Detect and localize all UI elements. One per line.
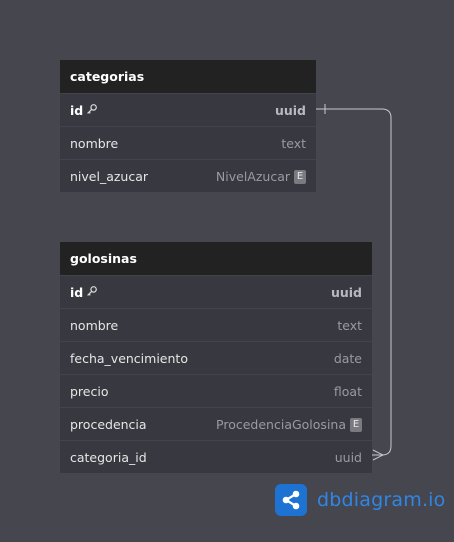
field-name: id [70, 276, 98, 310]
field-name: fecha_vencimiento [70, 351, 188, 366]
field-name: nivel_azucar [70, 169, 149, 184]
field-type: float [333, 384, 362, 399]
key-icon [86, 94, 98, 127]
field-type: text [337, 318, 362, 333]
many-end-marker [372, 449, 384, 461]
brand-name: dbdiagram.io [317, 488, 446, 511]
table-title[interactable]: categorias [60, 60, 316, 93]
table-categorias[interactable]: categorias id uuid nombre text nivel_azu… [60, 60, 316, 192]
field-row[interactable]: fecha_vencimiento date [60, 341, 372, 374]
field-row[interactable]: id uuid [60, 275, 372, 308]
field-row[interactable]: id uuid [60, 93, 316, 126]
field-type: date [333, 351, 362, 366]
field-type: text [281, 136, 306, 151]
field-name: nombre [70, 318, 119, 333]
field-name: precio [70, 384, 109, 399]
field-row[interactable]: nombre text [60, 308, 372, 341]
field-type-name: ProcedenciaGolosina [216, 417, 346, 432]
key-icon [86, 276, 98, 309]
field-row[interactable]: precio float [60, 374, 372, 407]
brand[interactable]: dbdiagram.io [275, 483, 445, 516]
enum-badge[interactable]: E [350, 417, 362, 432]
field-name: procedencia [70, 417, 147, 432]
field-type: uuid [334, 450, 362, 465]
field-type: uuid [274, 103, 306, 118]
field-type: uuid [330, 285, 362, 300]
field-name: categoria_id [70, 450, 147, 465]
share-nodes-icon [275, 483, 307, 516]
field-row[interactable]: nivel_azucar NivelAzucar E [60, 159, 316, 192]
table-golosinas[interactable]: golosinas id uuid nombre text fecha_venc… [60, 242, 372, 473]
field-name: id [70, 94, 98, 128]
field-row[interactable]: categoria_id uuid [60, 440, 372, 473]
enum-badge[interactable]: E [294, 169, 306, 184]
field-row[interactable]: nombre text [60, 126, 316, 159]
field-type-name: NivelAzucar [215, 169, 290, 184]
table-title[interactable]: golosinas [60, 242, 372, 275]
field-type: NivelAzucar E [216, 160, 306, 193]
field-name: nombre [70, 136, 119, 151]
field-row[interactable]: procedencia ProcedenciaGolosina E [60, 407, 372, 440]
field-type: ProcedenciaGolosina E [216, 408, 362, 441]
